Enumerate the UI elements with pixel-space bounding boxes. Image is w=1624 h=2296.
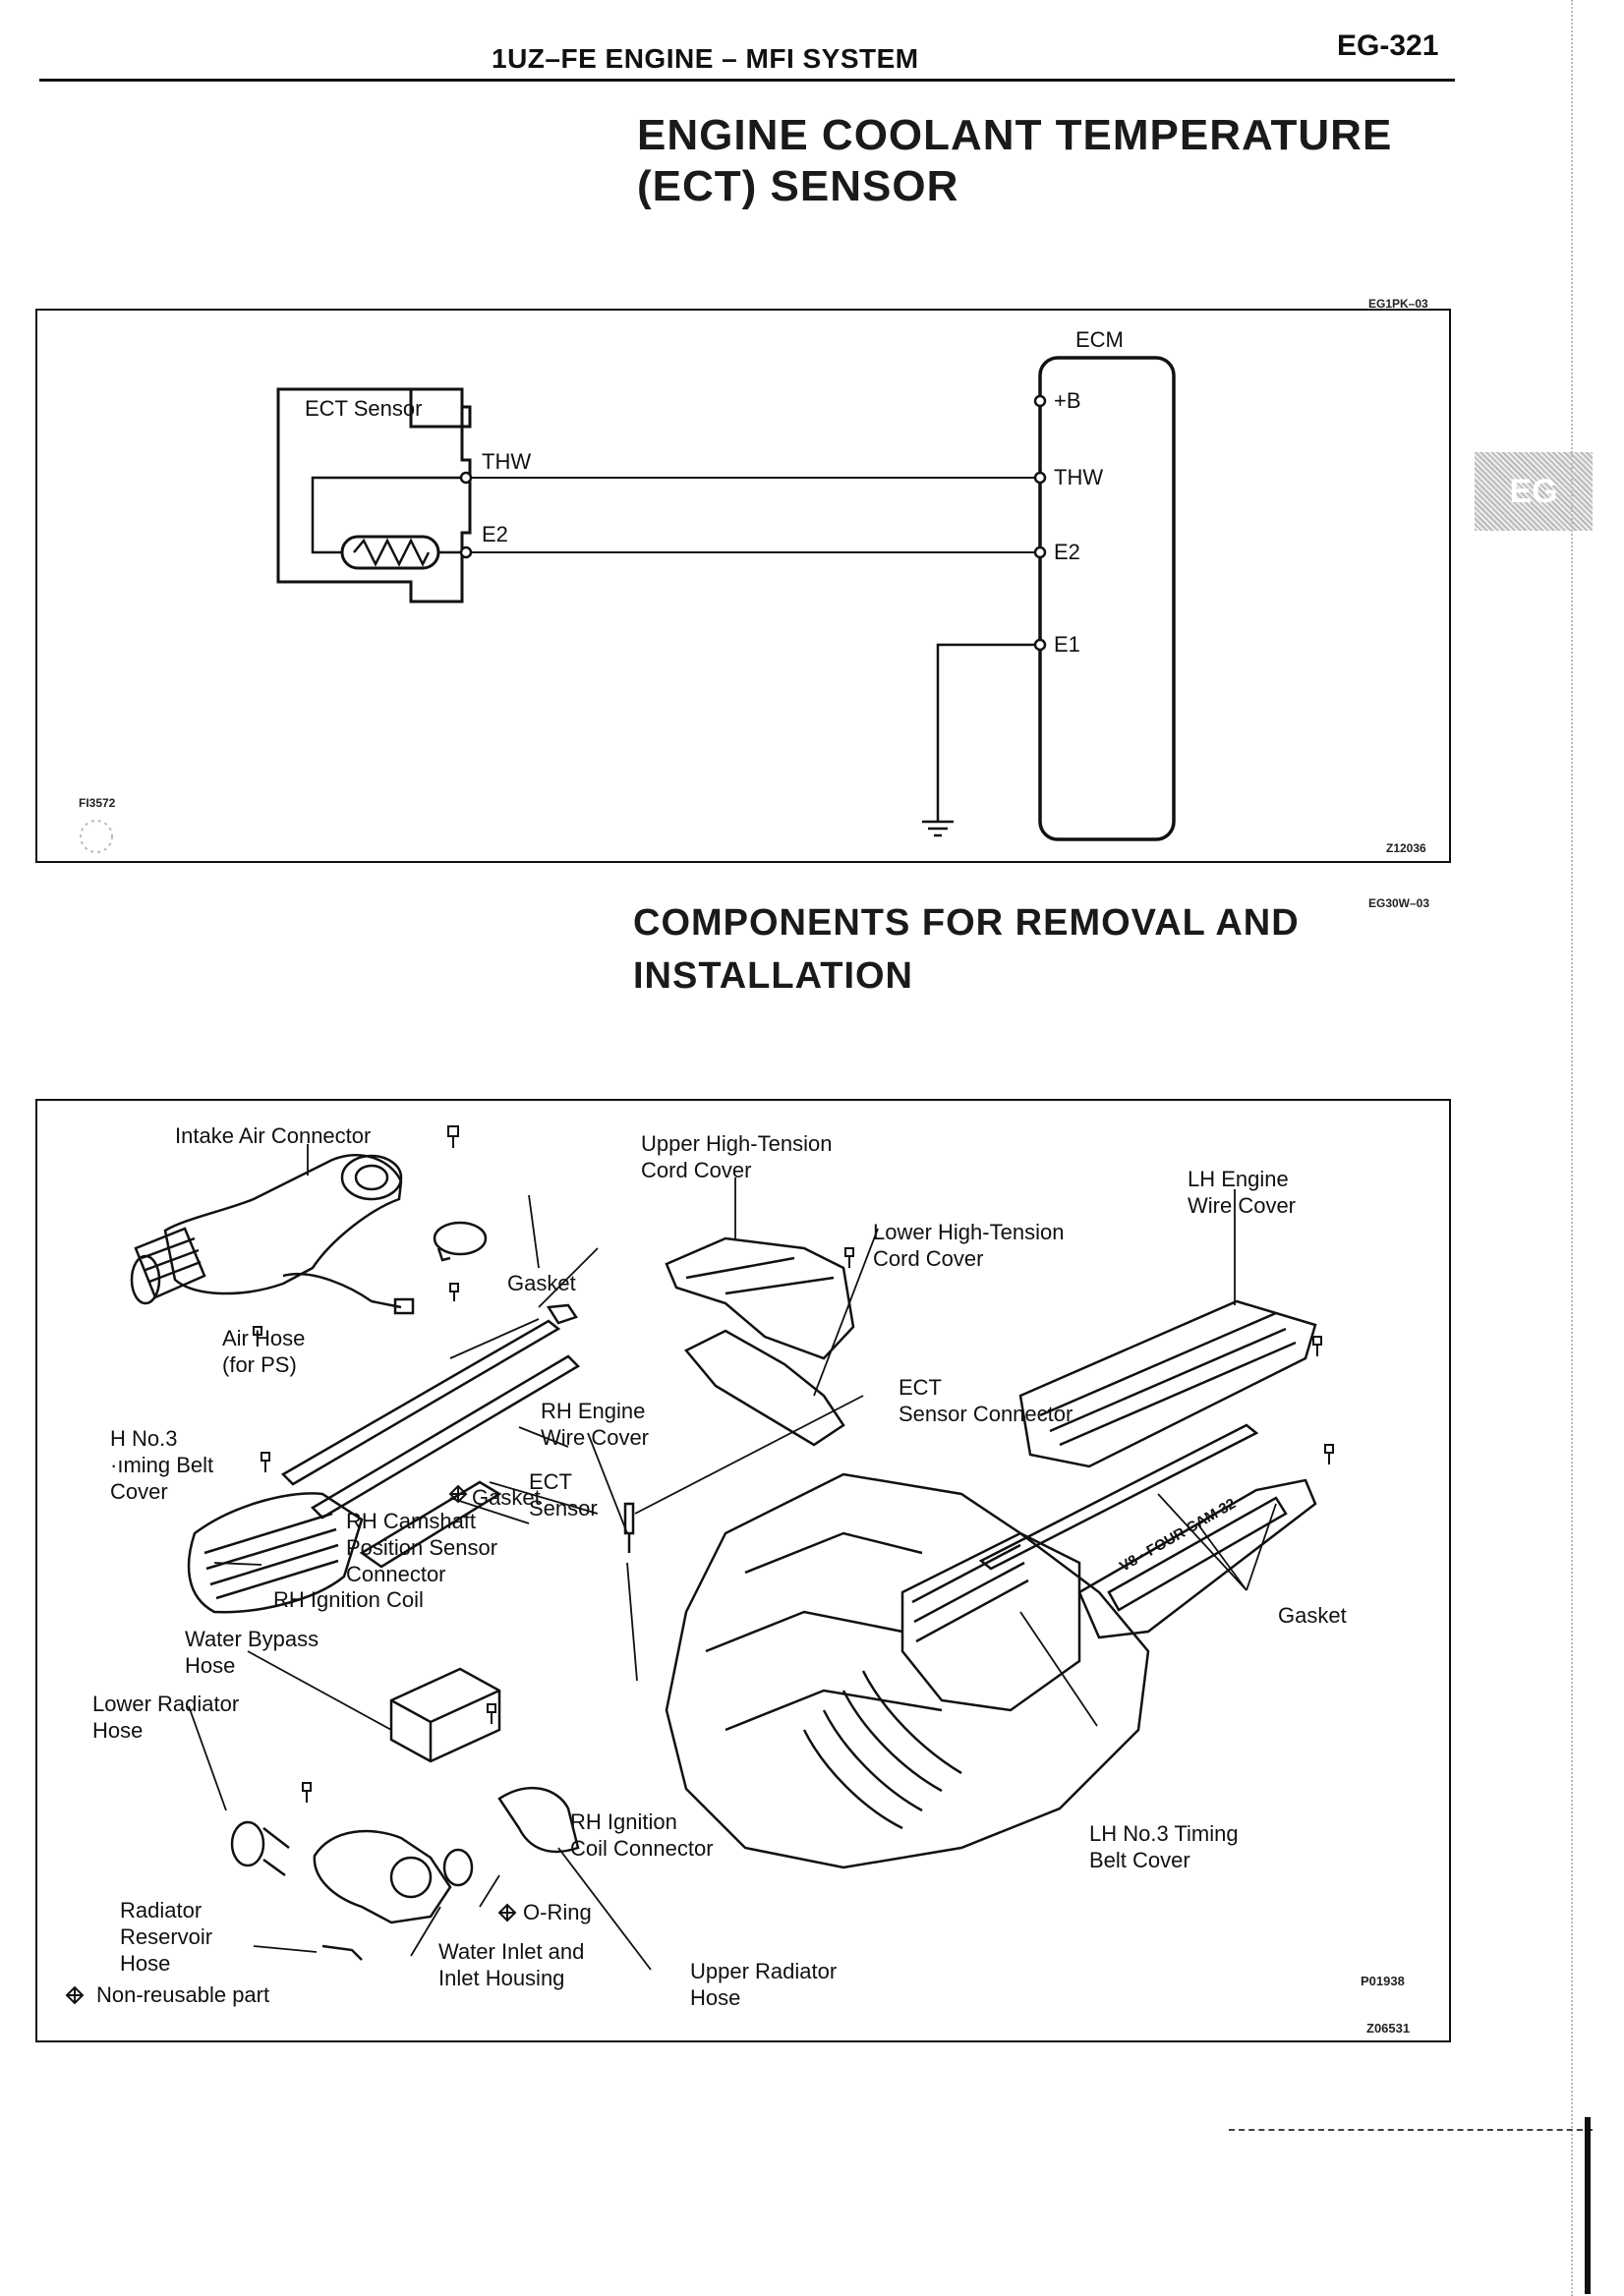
section-title-line2: (ECT) SENSOR: [637, 162, 959, 210]
lh-wire-cover-drawing: [1018, 1299, 1317, 1468]
section-title-components: COMPONENTS FOR REMOVAL AND INSTALLATION: [633, 896, 1300, 1003]
ect-sensor-label: ECT Sensor: [305, 396, 423, 421]
ecm-pin-e1-label: E1: [1054, 632, 1080, 657]
sensor-housing: [276, 387, 472, 603]
rh-wire-cover-drawing: [359, 1480, 502, 1569]
ect-sensor-drawing: [623, 1502, 635, 1553]
water-bypass-hose-label: Water Bypass Hose: [185, 1627, 319, 1678]
radiator-reservoir-hose-label: Radiator Reservoir Hose: [120, 1898, 213, 1976]
scan-edge-dash: [1229, 2129, 1593, 2133]
rh-no3-timing-belt-cover-label: H No.3 ·ıming Belt Cover: [110, 1426, 214, 1504]
non-reusable-legend: Non-reusable part: [96, 1982, 270, 2007]
bolt-icon: [253, 1125, 1334, 1803]
figure-code-b: Z06531: [1366, 2021, 1411, 2036]
ect-sensor-label-2: ECT Sensor: [529, 1469, 598, 1521]
components-diagram-frame: Intake Air Connector Upper High-Tension …: [35, 1099, 1451, 2042]
gasket-top-label: Gasket: [507, 1271, 576, 1295]
ecm-pin-e2: [1033, 545, 1047, 559]
section-title-ect: ENGINE COOLANT TEMPERATURE (ECT) SENSOR: [637, 110, 1392, 212]
gasket-strip-2: [310, 1354, 581, 1520]
wire-e1-ground: [936, 643, 1035, 822]
wire-thw-label: THW: [482, 449, 532, 474]
sensor-terminal-e2: [459, 545, 473, 559]
ground-icon: [922, 820, 954, 837]
components-illustration: [65, 1125, 1334, 2005]
ecm-label: ECM: [1075, 327, 1124, 352]
scan-edge-dots: [1571, 0, 1575, 2296]
lower-ht-cord-cover-drawing: [684, 1329, 845, 1447]
ecm-pin-b-label: +B: [1054, 388, 1081, 413]
lower-radiator-hose-label: Lower Radiator Hose: [92, 1692, 240, 1743]
water-inlet-housing-label: Water Inlet and Inlet Housing: [438, 1939, 585, 1990]
engine-block-drawing: [665, 1472, 1150, 1869]
section2-title-line1: COMPONENTS FOR REMOVAL AND: [633, 902, 1300, 944]
gasket-strip-1: [280, 1319, 561, 1486]
ecm-pin-thw-label: THW: [1054, 465, 1104, 489]
ect-sensor-connector-label: ECT Sensor Connector: [899, 1375, 1073, 1426]
thermistor-symbol: [340, 535, 440, 570]
sensor-inner-wire: [311, 476, 466, 554]
lh-engine-wire-cover-label: LH Engine Wire Cover: [1188, 1167, 1297, 1218]
ecm-pin-e1: [1033, 638, 1047, 652]
ecm-pin-e2-label: E2: [1054, 540, 1080, 564]
rh-camshaft-sensor-connector-label: RH Camshaft Position Sensor Connector: [346, 1509, 498, 1586]
section-title-line1: ENGINE COOLANT TEMPERATURE: [637, 111, 1393, 159]
rh-ignition-coil-drawing: [389, 1667, 501, 1763]
section-tab: EG: [1475, 452, 1593, 531]
ecm-pin-thw: [1033, 471, 1047, 485]
upper-ht-cord-cover-drawing: [665, 1236, 855, 1360]
lower-ht-cord-cover-label: Lower High-Tension Cord Cover: [873, 1220, 1065, 1271]
section-code: EG1PK–03: [1368, 297, 1428, 311]
page-number: EG-321: [1337, 29, 1439, 62]
section2-code: EG30W–03: [1368, 896, 1430, 910]
hose-clamp: [433, 1221, 488, 1256]
figure-code-a: P01938: [1361, 1974, 1405, 1988]
air-cleaner-box-drawing: [900, 1531, 1081, 1712]
lh-timing-belt-cover-drawing: [1077, 1478, 1317, 1639]
figure-code-right: Z12036: [1386, 841, 1426, 855]
upper-ht-cord-cover-label: Upper High-Tension Cord Cover: [641, 1131, 833, 1182]
upper-radiator-hose-drawing: [497, 1786, 580, 1854]
scan-edge-bar: [1585, 2117, 1591, 2294]
water-inlet-housing-drawing: [313, 1829, 452, 1924]
rh-engine-wire-cover-label: RH Engine Wire Cover: [541, 1399, 650, 1450]
circuit-diagram-frame: ECT Sensor THW E2 ECM +B THW E2 E1 FI357…: [35, 309, 1451, 863]
o-ring-label: O-Ring: [523, 1900, 592, 1924]
leader-lines: [188, 1144, 1277, 1971]
rh-timing-belt-cover-drawing: [187, 1492, 364, 1614]
gasket-strip-3: [978, 1423, 1259, 1571]
upper-radiator-hose-label: Upper Radiator Hose: [690, 1959, 838, 2010]
figure-code-left: FI3572: [79, 796, 116, 810]
intake-air-connector-drawing: [130, 1154, 415, 1315]
rh-ignition-coil-label: RH Ignition Coil: [273, 1587, 424, 1612]
ecm-pin-b: [1033, 394, 1047, 408]
lower-radiator-hose-drawing: [230, 1820, 265, 1867]
o-ring-drawing: [442, 1848, 474, 1887]
sensor-terminal-thw: [459, 471, 473, 485]
air-hose-label: Air Hose (for PS): [222, 1326, 306, 1377]
gasket-right-label: Gasket: [1278, 1603, 1347, 1628]
reservoir-hose-drawing: [321, 1944, 363, 1961]
engine-badge-plate: [1107, 1496, 1288, 1612]
running-header: 1UZ–FE ENGINE – MFI SYSTEM: [492, 43, 919, 74]
intake-air-connector-label: Intake Air Connector: [175, 1123, 372, 1148]
section2-title-line2: INSTALLATION: [633, 955, 913, 997]
rh-ignition-coil-connector-label: RH Ignition Coil Connector: [570, 1809, 714, 1861]
ecm-box: [1038, 356, 1176, 841]
lh-no3-timing-belt-cover-label: LH No.3 Timing Belt Cover: [1089, 1821, 1239, 1872]
header-rule: [39, 79, 1455, 82]
circuit-diagram: [80, 356, 1176, 853]
gasket-mid-label: Gasket: [472, 1485, 541, 1510]
diamond-cross-icon: [65, 1484, 517, 2005]
wire-e2-label: E2: [482, 522, 508, 546]
